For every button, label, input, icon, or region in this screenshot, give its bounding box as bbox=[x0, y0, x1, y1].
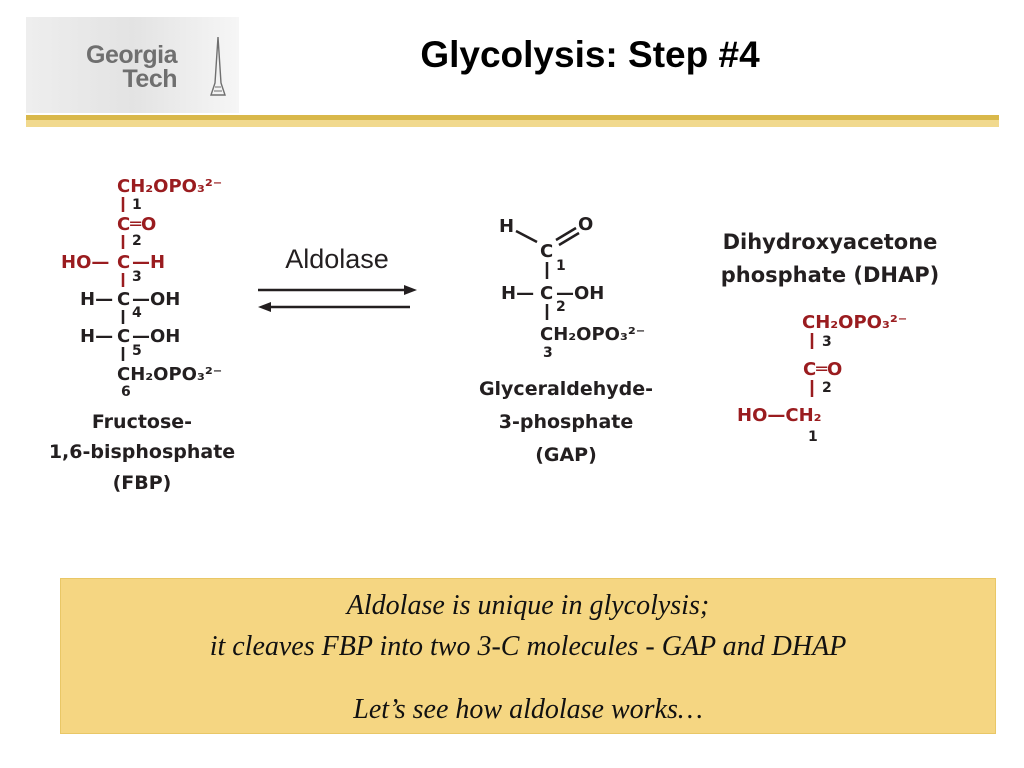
gap-oxygen: O bbox=[578, 214, 593, 235]
fbp-c5-left: H— bbox=[80, 326, 113, 347]
fbp-c1-group: CH₂OPO₃²⁻ bbox=[117, 176, 222, 197]
header-rule-shadow bbox=[26, 120, 999, 127]
logo-wordmark: Georgia Tech bbox=[86, 41, 178, 93]
tech-tower-icon bbox=[210, 36, 226, 96]
fbp-c2-group: C═O bbox=[117, 214, 156, 235]
gap-c1-carbon: C bbox=[540, 241, 553, 262]
dhap-c1-group: HO—CH₂ bbox=[737, 405, 822, 426]
dhap-number-1: 1 bbox=[808, 429, 818, 445]
dhap-c3-group: CH₂OPO₃²⁻ bbox=[802, 312, 907, 333]
georgia-tech-logo: Georgia Tech bbox=[26, 17, 239, 113]
fbp-name-line-3: (FBP) bbox=[113, 472, 172, 494]
gap-hydrogen: H bbox=[499, 216, 514, 237]
fbp-c6-group: CH₂OPO₃²⁻ bbox=[117, 364, 222, 385]
dhap-c2-group: C═O bbox=[803, 359, 842, 380]
gap-c2-left: H— bbox=[501, 283, 534, 304]
dhap-number-2: 2 bbox=[822, 380, 832, 396]
dhap-name-line-2: phosphate (DHAP) bbox=[721, 263, 940, 287]
dhap-number-3: 3 bbox=[822, 334, 832, 350]
fbp-number-3: 3 bbox=[132, 269, 142, 285]
logo-line-georgia: Georgia bbox=[86, 41, 177, 69]
fbp-number-5: 5 bbox=[132, 343, 142, 359]
enzyme-label: Aldolase bbox=[285, 244, 389, 274]
fbp-c3-left: HO— bbox=[61, 252, 109, 273]
fbp-name-line-2: 1,6-bisphosphate bbox=[49, 441, 235, 463]
fbp-c4-carbon: C bbox=[117, 289, 130, 310]
fbp-name-line-1: Fructose- bbox=[92, 411, 192, 433]
fbp-number-6: 6 bbox=[121, 384, 131, 400]
fbp-c4-right: —OH bbox=[132, 289, 180, 310]
dhap-name-line-1: Dihydroxyacetone bbox=[723, 230, 938, 254]
note-line-3: Let’s see how aldolase works… bbox=[353, 694, 703, 725]
gap-c3-group: CH₂OPO₃²⁻ bbox=[540, 324, 645, 345]
fbp-c4-left: H— bbox=[80, 289, 113, 310]
gap-number-1: 1 bbox=[556, 258, 566, 274]
note-line-1: Aldolase is unique in glycolysis; bbox=[346, 590, 710, 621]
gap-number-2: 2 bbox=[556, 299, 566, 315]
gap-name-line-3: (GAP) bbox=[535, 444, 597, 466]
fbp-structure: CH₂OPO₃²⁻ 1 C═O 2 HO— C —H 3 H— C —OH 4 … bbox=[49, 176, 235, 494]
gap-c2-right: —OH bbox=[556, 283, 604, 304]
gap-name-line-1: Glyceraldehyde- bbox=[479, 378, 653, 400]
fbp-number-1: 1 bbox=[132, 197, 142, 213]
fbp-c3-carbon: C bbox=[117, 252, 130, 273]
fbp-number-4: 4 bbox=[132, 305, 142, 321]
gap-c2-carbon: C bbox=[540, 283, 553, 304]
dhap-structure: Dihydroxyacetone phosphate (DHAP) CH₂OPO… bbox=[721, 230, 940, 445]
header-rule bbox=[26, 115, 999, 120]
fbp-c5-right: —OH bbox=[132, 326, 180, 347]
fbp-c3-right: —H bbox=[132, 252, 165, 273]
fbp-c5-carbon: C bbox=[117, 326, 130, 347]
note-line-2: it cleaves FBP into two 3-C molecules - … bbox=[209, 631, 847, 662]
reaction-diagram: CH₂OPO₃²⁻ 1 C═O 2 HO— C —H 3 H— C —OH 4 … bbox=[49, 176, 940, 494]
gap-structure: H O C 1 H— C —OH 2 CH₂OPO₃²⁻ 3 Glycerald… bbox=[479, 214, 653, 466]
equilibrium-arrows-icon bbox=[258, 285, 417, 312]
gap-name-line-2: 3-phosphate bbox=[499, 411, 634, 433]
slide-title: Glycolysis: Step #4 bbox=[420, 34, 760, 75]
fbp-number-2: 2 bbox=[132, 233, 142, 249]
summary-note-box: Aldolase is unique in glycolysis; it cle… bbox=[60, 578, 996, 734]
logo-line-tech: Tech bbox=[122, 65, 178, 93]
gap-number-3: 3 bbox=[543, 345, 553, 361]
